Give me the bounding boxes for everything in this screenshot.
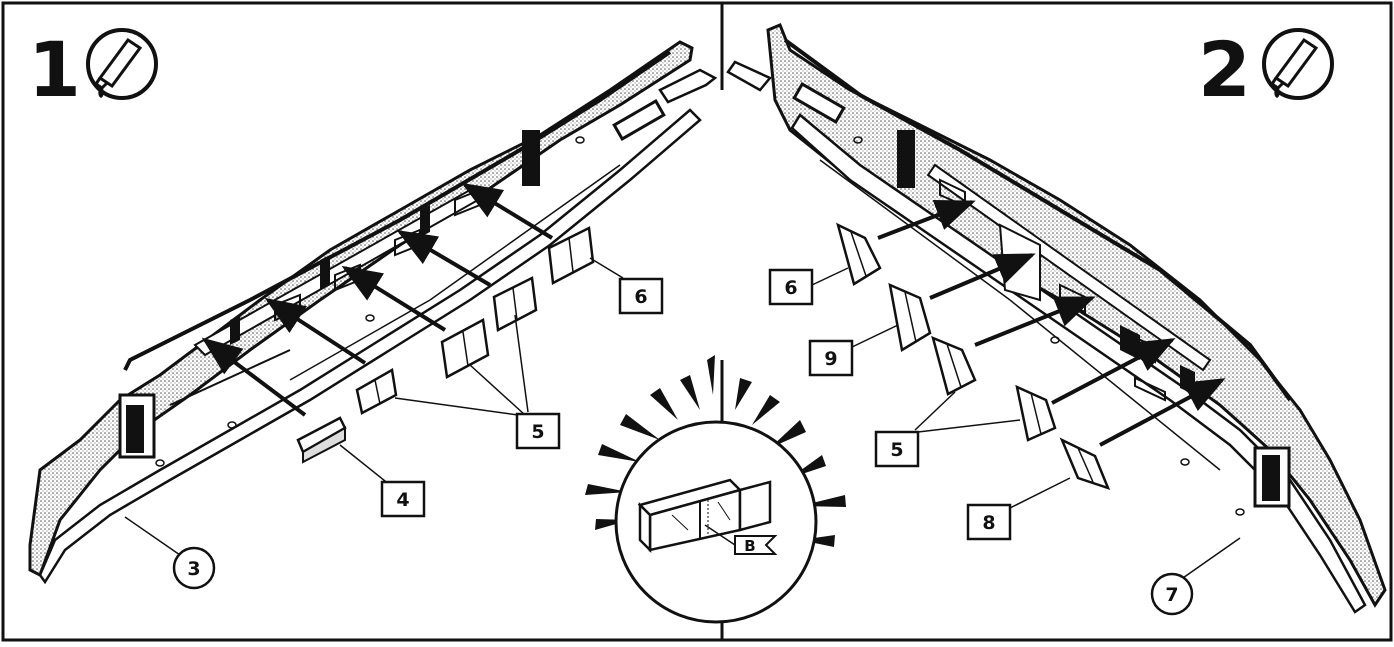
svg-text:8: 8 <box>982 512 995 534</box>
leader-lines-2 <box>811 267 1241 581</box>
svg-text:B: B <box>744 537 755 555</box>
part-5a <box>355 368 398 415</box>
panel-1: 1 <box>28 25 718 590</box>
callout-9: 9 <box>808 339 854 377</box>
detail-part <box>637 478 772 554</box>
step-number-1: 1 <box>28 25 81 114</box>
detail-burst-icon: B <box>585 355 846 624</box>
callout-7: 7 <box>1150 572 1194 616</box>
svg-text:9: 9 <box>824 348 837 370</box>
part-5b <box>440 318 490 379</box>
part-6 <box>547 226 595 285</box>
svg-text:4: 4 <box>396 489 409 511</box>
svg-text:3: 3 <box>187 558 200 580</box>
detail-marker-flag: B <box>734 535 778 555</box>
svg-text:7: 7 <box>1165 584 1178 606</box>
leader-lines-1 <box>124 257 624 556</box>
svg-text:6: 6 <box>634 286 647 308</box>
part-5c <box>492 276 538 332</box>
svg-text:5: 5 <box>531 421 544 443</box>
callout-5: 5 <box>515 412 561 450</box>
callout-4: 4 <box>380 480 426 518</box>
callout-8: 8 <box>966 503 1012 541</box>
svg-text:5: 5 <box>890 439 903 461</box>
part-5-right-a <box>931 335 977 396</box>
part-6-right <box>836 222 882 286</box>
glue-tube-icon <box>86 28 158 100</box>
svg-text:6: 6 <box>784 277 797 299</box>
part-4 <box>296 416 347 464</box>
callout-5-right: 5 <box>874 430 920 468</box>
bumper-left <box>28 40 718 585</box>
glue-tube-icon <box>1262 28 1334 100</box>
step-number-2: 2 <box>1198 25 1251 114</box>
callout-3: 3 <box>172 546 216 590</box>
assembly-arrows-1 <box>201 182 554 417</box>
assembly-arrows-2 <box>877 199 1226 447</box>
part-5-right-b <box>1015 384 1057 442</box>
panel-2: 2 <box>726 23 1387 616</box>
part-8 <box>1059 437 1111 491</box>
bumper-right <box>726 23 1387 614</box>
callout-6-right: 6 <box>768 268 814 306</box>
callout-6: 6 <box>618 277 664 315</box>
part-9 <box>888 282 932 353</box>
